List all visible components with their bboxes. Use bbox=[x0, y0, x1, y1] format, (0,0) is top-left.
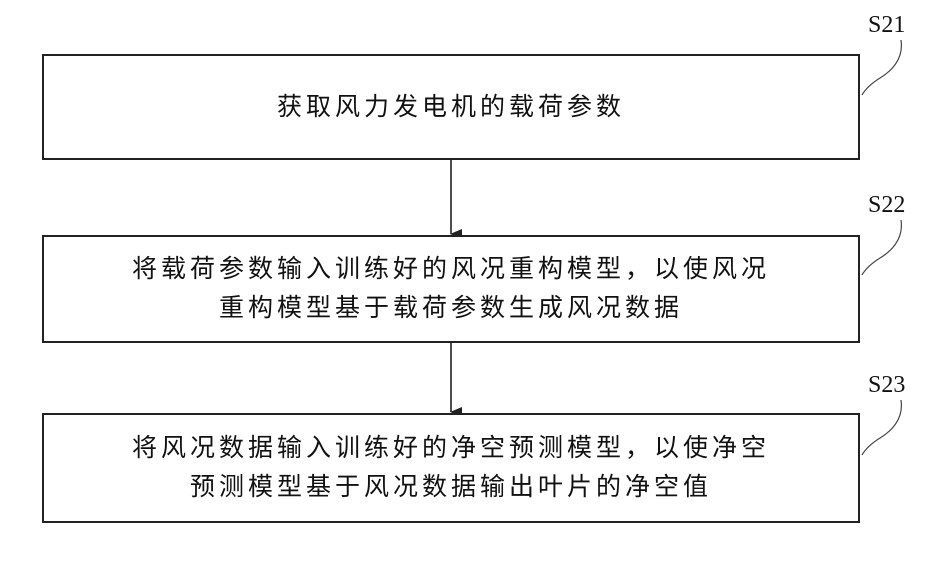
step-label-s21: S21 bbox=[868, 12, 905, 39]
step-label-s23: S23 bbox=[868, 372, 905, 399]
step-text-line: 将风况数据输入训练好的净空预测模型，以使净空 bbox=[132, 429, 770, 468]
step-box-s21: 获取风力发电机的载荷参数 bbox=[42, 54, 860, 160]
step-text-line: 将载荷参数输入训练好的风况重构模型，以使风况 bbox=[132, 250, 770, 289]
step-text-line: 重构模型基于载荷参数生成风况数据 bbox=[219, 289, 683, 328]
step-box-s23: 将风况数据输入训练好的净空预测模型，以使净空 预测模型基于风况数据输出叶片的净空… bbox=[42, 413, 860, 523]
step-label-s22: S22 bbox=[868, 192, 905, 219]
step-text-line: 获取风力发电机的载荷参数 bbox=[277, 88, 625, 127]
leader-line-s22 bbox=[862, 220, 901, 275]
step-text-line: 预测模型基于风况数据输出叶片的净空值 bbox=[190, 468, 712, 507]
step-box-s22: 将载荷参数输入训练好的风况重构模型，以使风况 重构模型基于载荷参数生成风况数据 bbox=[42, 235, 860, 343]
leader-line-s23 bbox=[862, 400, 901, 455]
leader-line-s21 bbox=[862, 40, 901, 95]
